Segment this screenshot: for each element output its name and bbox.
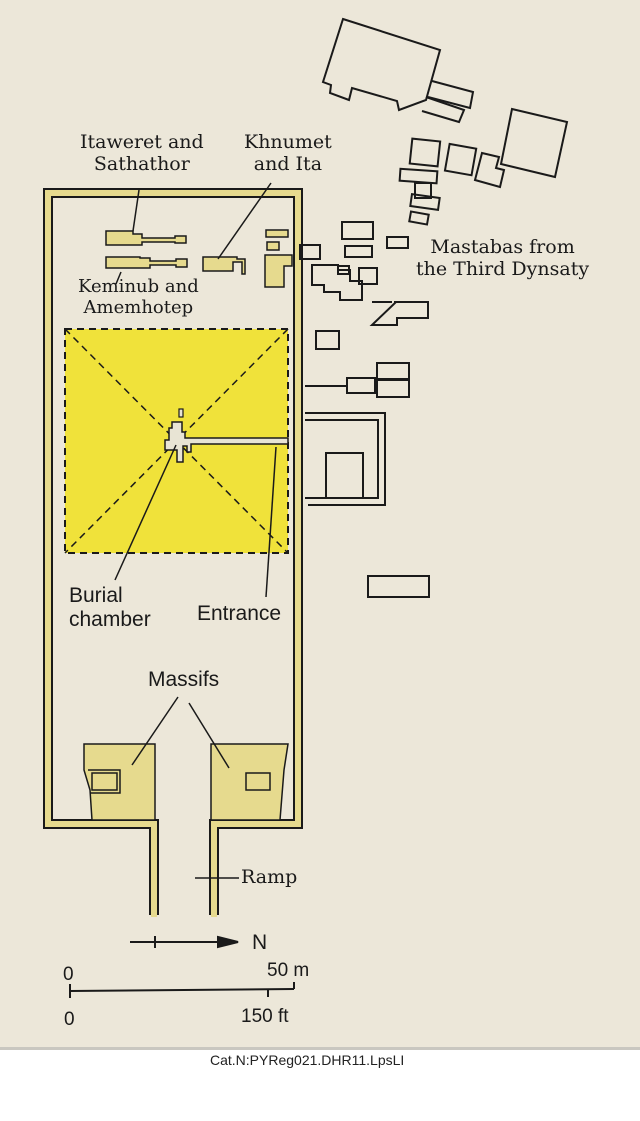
label-north: N (252, 931, 268, 954)
label-entrance: Entrance (197, 602, 282, 625)
label-massifs: Massifs (148, 668, 220, 691)
scale-metric-zero: 0 (63, 964, 74, 985)
scale-bar (69, 982, 295, 998)
plan-drawing (43, 17, 569, 998)
label-line: Burial (69, 584, 123, 607)
burial-chamber (164, 421, 289, 463)
pointer-lines (114, 182, 277, 879)
catalog-number: Cat.N:PYReg021.DHR11.LpsLI (210, 1052, 405, 1068)
label-line: Keminub and (78, 276, 199, 297)
pyramid (64, 328, 289, 554)
label-line: Sathathor (93, 152, 190, 175)
scale-imperial-zero: 0 (64, 1009, 75, 1030)
enclosure-wall (43, 188, 303, 917)
tombs (105, 229, 293, 288)
mastabas (299, 17, 569, 598)
scale-metric-end: 50 m (267, 960, 310, 981)
label-line: the Third Dynsaty (416, 257, 590, 280)
label-line: Itaweret and (80, 131, 204, 153)
massifs (83, 743, 289, 821)
label-line: and Ita (253, 152, 323, 175)
label-line: Amemhotep (83, 296, 194, 318)
label-line: Khnumet (244, 131, 332, 153)
label-line: chamber (69, 608, 151, 632)
label-ramp: Ramp (241, 866, 298, 888)
scale-imperial-end: 150 ft (241, 1006, 289, 1027)
north-arrow-icon (130, 935, 239, 949)
label-line: Mastabas from (430, 236, 575, 258)
